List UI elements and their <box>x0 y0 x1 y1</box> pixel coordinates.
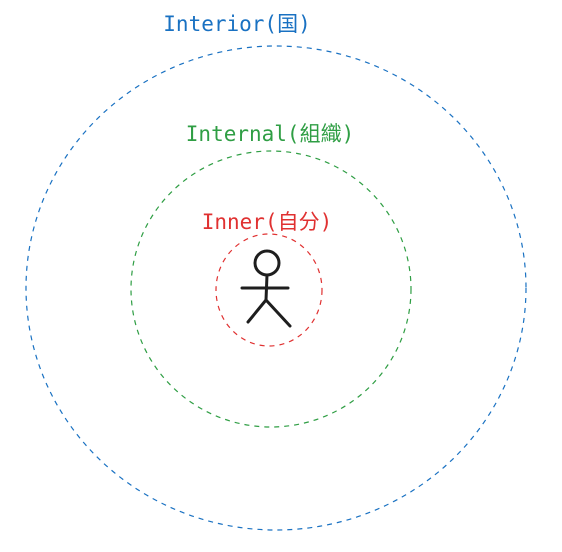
stick-figure-right-leg <box>264 298 292 328</box>
internal-ring <box>130 150 412 428</box>
stick-figure-head <box>253 249 281 277</box>
stick-figure-person-icon <box>240 249 292 328</box>
inner-ring <box>215 233 323 347</box>
inner-label: Inner(自分) <box>202 210 333 234</box>
stick-figure-left-leg <box>246 298 268 324</box>
internal-label: Internal(組織) <box>186 122 354 146</box>
interior-label: Interior(国) <box>163 12 310 36</box>
interior-ring <box>25 45 527 531</box>
